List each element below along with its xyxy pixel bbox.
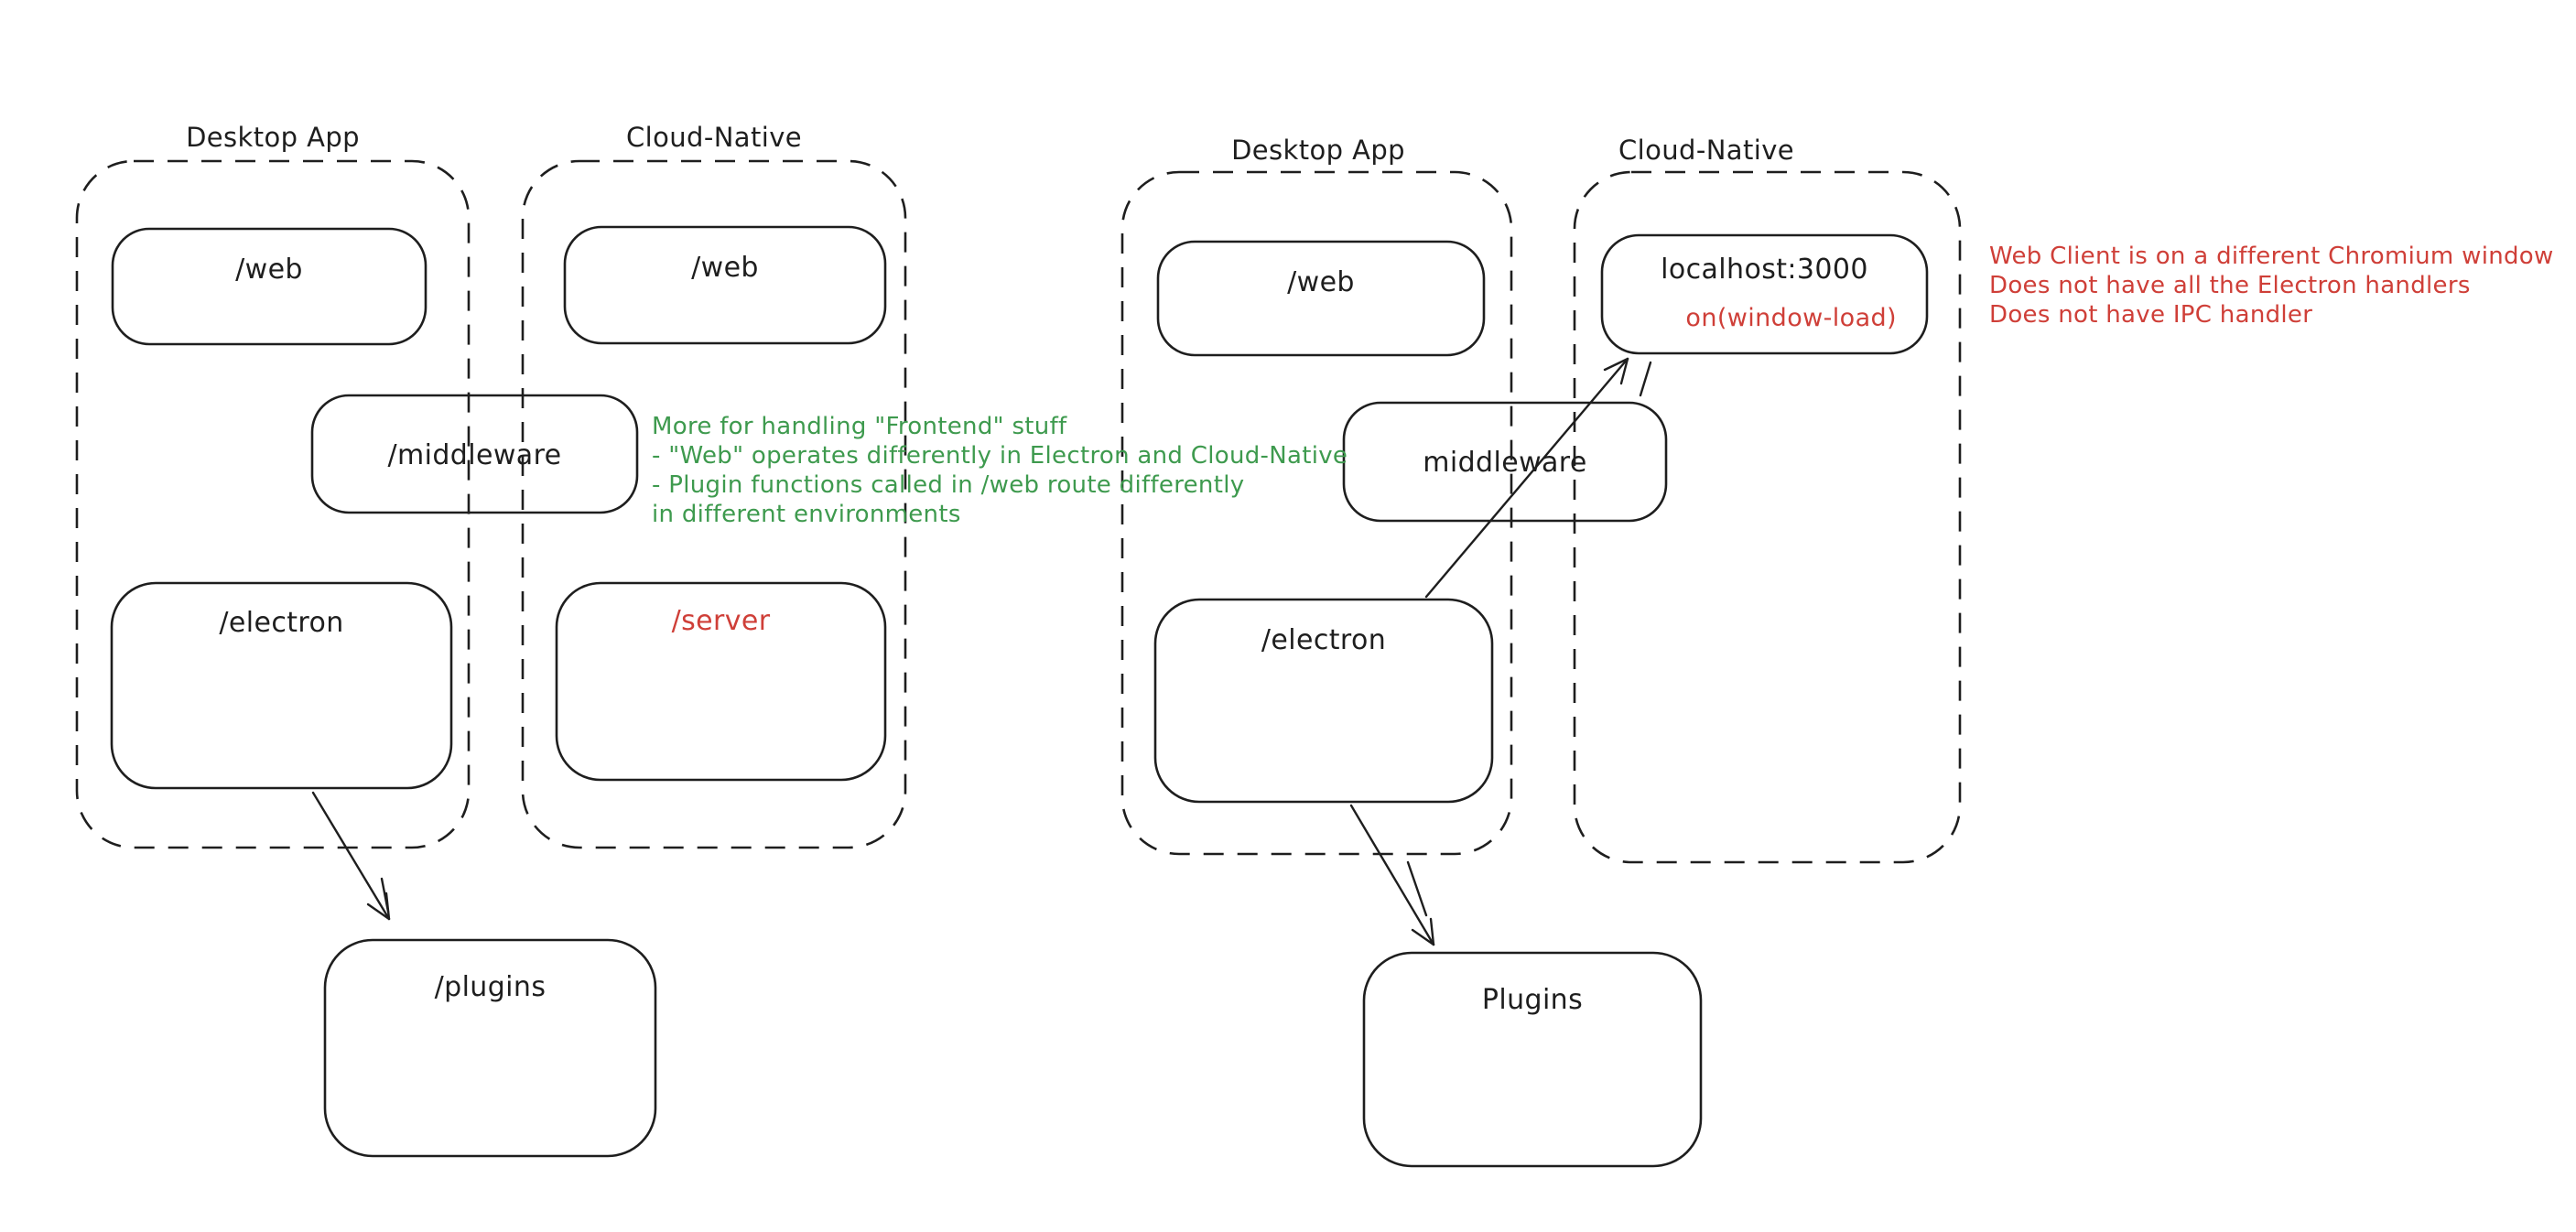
arrow-right-electron-to-plugins[interactable] [1349,804,1435,946]
arrow-left-electron-to-plugins[interactable] [311,791,391,921]
green-annotation[interactable]: More for handling "Frontend" stuff - "We… [652,412,1348,529]
left-desktop-title[interactable]: Desktop App [186,122,360,153]
left-server-label: /server [671,605,771,637]
left-server-box[interactable] [555,581,887,782]
left-electron-box[interactable] [110,581,453,790]
right-middleware-box[interactable] [1342,401,1668,523]
left-web-desktop-label: /web [235,254,303,286]
left-plugins-box[interactable] [323,938,657,1158]
red-annotation-line: Does not have IPC handler [1989,301,2313,329]
right-desktop-container[interactable] [1120,170,1513,856]
right-web-box[interactable] [1156,240,1486,357]
right-electron-box[interactable] [1153,598,1494,804]
green-annotation-line: - "Web" operates differently in Electron… [652,442,1348,470]
green-annotation-line: More for handling "Frontend" stuff [652,413,1067,440]
left-electron-label: /electron [219,607,344,639]
right-plugins-label: Plugins [1481,984,1584,1016]
right-web-label: /web [1287,266,1355,298]
right-window-load-label: on(window-load) [1685,304,1897,332]
left-web-cloud-box[interactable] [563,225,887,345]
left-plugins-label: /plugins [434,971,547,1003]
left-middleware-label: /middleware [387,439,562,471]
right-localhost-box[interactable] [1600,233,1929,355]
left-cloud-container[interactable] [521,159,907,849]
right-cloud-title[interactable]: Cloud-Native [1618,135,1794,166]
arrow-right-electron-to-localhost[interactable] [1424,357,1652,599]
left-desktop-container[interactable] [75,159,471,849]
left-middleware-box[interactable] [310,394,639,514]
green-annotation-line: - Plugin functions called in /web route … [652,471,1245,499]
right-electron-label: /electron [1261,624,1387,656]
right-middleware-label: middleware [1423,447,1587,479]
left-cloud-title[interactable]: Cloud-Native [626,122,802,153]
right-cloud-container[interactable] [1573,170,1962,864]
red-annotation[interactable]: Web Client is on a different Chromium wi… [1989,242,2554,330]
right-localhost-label: localhost:3000 [1661,254,1868,286]
left-web-desktop-box[interactable] [111,227,428,346]
red-annotation-line: Does not have all the Electron handlers [1989,272,2471,299]
left-web-cloud-label: /web [691,252,759,284]
red-annotation-line: Web Client is on a different Chromium wi… [1989,243,2554,270]
green-annotation-line: in different environments [652,501,961,528]
right-desktop-title[interactable]: Desktop App [1231,135,1405,166]
right-plugins-box[interactable] [1362,951,1703,1168]
